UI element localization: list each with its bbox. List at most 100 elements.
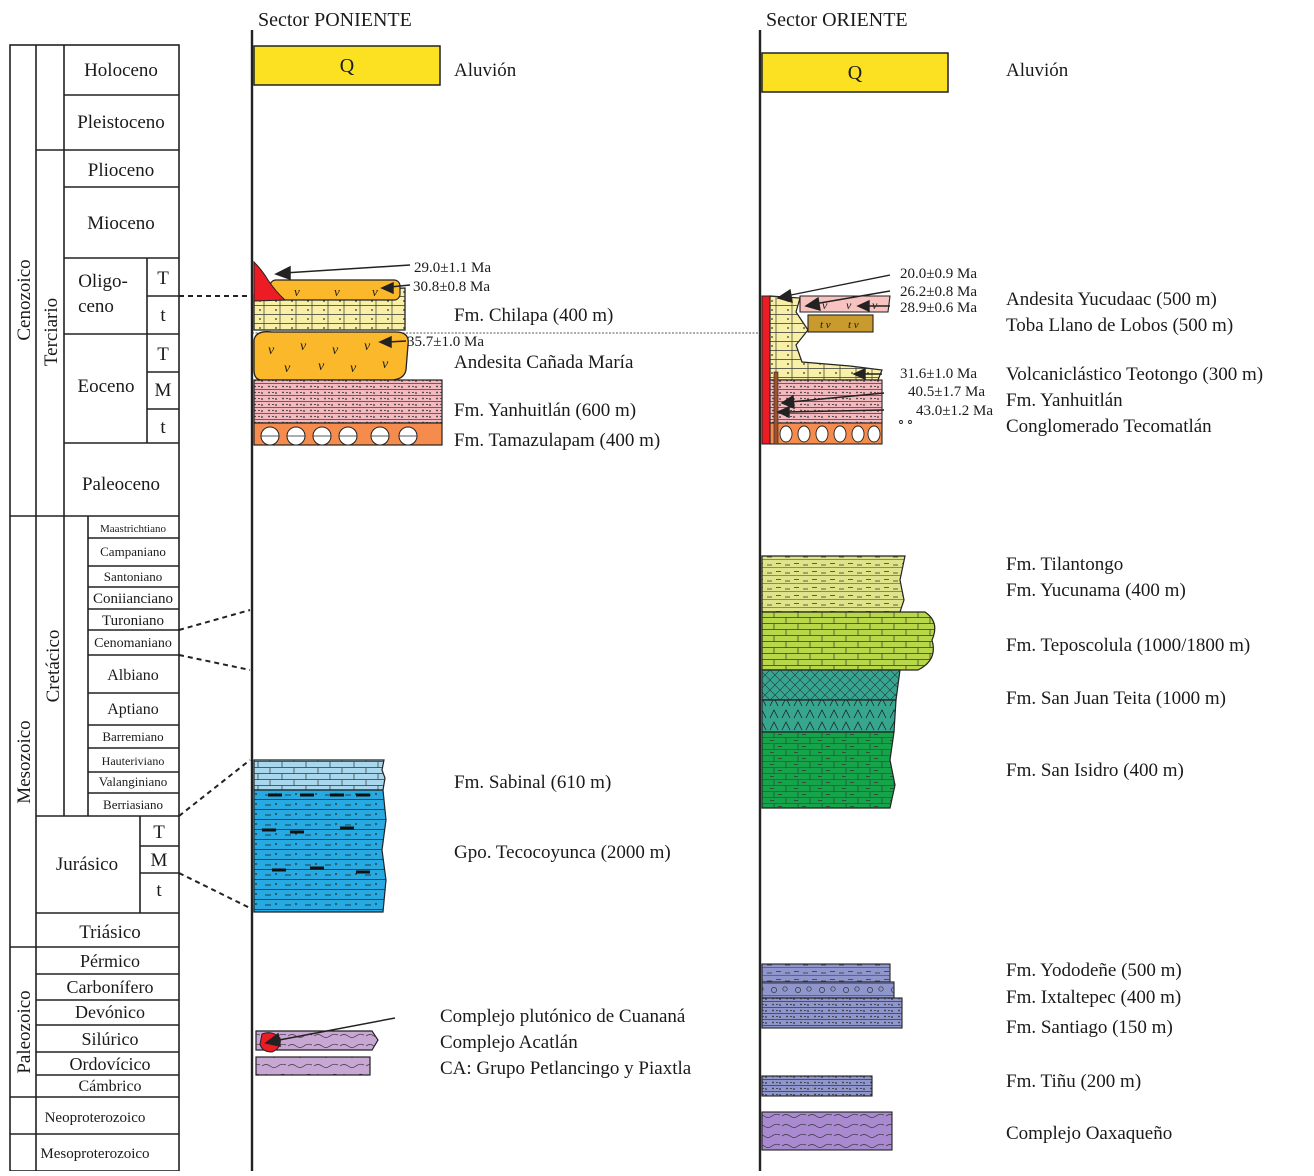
stage-cenomanian: Cenomaniano bbox=[94, 636, 172, 651]
east-age-arrows bbox=[776, 274, 891, 419]
svg-text:v: v bbox=[846, 298, 852, 312]
west-label-cuanana: Complejo plutónico de Cuananá bbox=[440, 1006, 686, 1027]
east-q-label: Q bbox=[848, 62, 863, 84]
west-label-chilapa: Fm. Chilapa (400 m) bbox=[454, 305, 613, 326]
epoch-miocene: Mioceno bbox=[87, 213, 155, 234]
sub-eocene-upper: T bbox=[157, 344, 169, 365]
west-alluvium bbox=[253, 45, 441, 86]
east-label-san-isidro: Fm. San Isidro (400 m) bbox=[1006, 760, 1184, 781]
west-canada-maria bbox=[253, 331, 409, 381]
west-age-3: 35.7±1.0 Ma bbox=[407, 334, 484, 350]
epoch-pleistocene: Pleistoceno bbox=[77, 112, 165, 133]
west-label-petlancingo: CA: Grupo Petlancingo y Piaxtla bbox=[440, 1058, 692, 1079]
eon-neoproterozoic: Neoproterozoico bbox=[45, 1110, 146, 1126]
epoch-oligocene-2: ceno bbox=[78, 296, 114, 317]
east-age-5: 40.5±1.7 Ma bbox=[908, 384, 985, 400]
period-triassic: Triásico bbox=[79, 922, 141, 943]
east-label-santiago: Fm. Santiago (150 m) bbox=[1006, 1017, 1173, 1038]
west-age-2: 30.8±0.8 Ma bbox=[413, 279, 490, 295]
period-cretaceous: Cretácico bbox=[43, 630, 64, 703]
west-age-arrows bbox=[264, 264, 411, 1047]
period-carboniferous: Carbonífero bbox=[67, 977, 154, 997]
east-label-teposcolula: Fm. Teposcolula (1000/1800 m) bbox=[1006, 635, 1250, 656]
east-label-aluvion: Aluvión bbox=[1006, 60, 1069, 81]
stage-barremian: Barremiano bbox=[102, 729, 163, 744]
svg-text:v: v bbox=[300, 339, 307, 354]
correlation-lines bbox=[178, 295, 251, 909]
era-paleozoic: Paleozoico bbox=[14, 990, 35, 1073]
west-red-intrusion bbox=[253, 260, 287, 302]
svg-text:t v: t v bbox=[848, 319, 859, 331]
period-cambrian: Cámbrico bbox=[78, 1078, 141, 1095]
west-label-yanhuitlan: Fm. Yanhuitlán (600 m) bbox=[454, 400, 636, 421]
west-label-canada-maria: Andesita Cañada María bbox=[454, 352, 634, 373]
east-label-tinu: Fm. Tiñu (200 m) bbox=[1006, 1071, 1141, 1092]
stage-campanian: Campaniano bbox=[100, 544, 166, 559]
east-age-3: 28.9±0.6 Ma bbox=[900, 300, 977, 316]
svg-text:v: v bbox=[364, 339, 371, 354]
east-label-yucunama: Fm. Yucunama (400 m) bbox=[1006, 580, 1186, 601]
east-llano-lobos bbox=[807, 314, 874, 333]
west-label-tecocoyunca: Gpo. Tecocoyunca (2000 m) bbox=[454, 842, 671, 863]
era-mesozoic: Mesozoico bbox=[14, 720, 35, 803]
epoch-paleocene: Paleoceno bbox=[82, 474, 160, 495]
svg-text:t v: t v bbox=[820, 319, 831, 331]
east-tecomatlan-clasts bbox=[779, 420, 912, 443]
west-tecocoyunca-coal bbox=[262, 793, 370, 874]
epoch-holocene: Holoceno bbox=[84, 60, 158, 81]
east-label-ixtaltepec: Fm. Ixtaltepec (400 m) bbox=[1006, 987, 1181, 1008]
east-age-6: 43.0±1.2 Ma bbox=[916, 403, 993, 419]
epoch-eocene: Eoceno bbox=[78, 376, 135, 397]
stage-valanginian: Valanginiano bbox=[99, 774, 168, 789]
stage-coniacian: Coniianciano bbox=[93, 591, 173, 607]
sub-eocene-lower: t bbox=[160, 417, 166, 438]
west-label-sabinal: Fm. Sabinal (610 m) bbox=[454, 772, 611, 793]
east-age-1: 20.0±0.9 Ma bbox=[900, 266, 977, 282]
sub-jurassic-middle: M bbox=[151, 850, 168, 871]
period-devonian: Devónico bbox=[75, 1002, 145, 1022]
epoch-pliocene: Plioceno bbox=[88, 160, 155, 181]
epoch-oligocene-1: Oligo- bbox=[78, 271, 128, 292]
stage-hauterivian: Hauteriviano bbox=[102, 754, 165, 768]
svg-text:v: v bbox=[822, 298, 828, 312]
east-label-tilantongo: Fm. Tilantongo bbox=[1006, 554, 1123, 575]
svg-text:v: v bbox=[350, 361, 357, 376]
west-label-aluvion: Aluvión bbox=[454, 60, 517, 81]
stage-santonian: Santoniano bbox=[104, 569, 163, 584]
east-label-yucudaac: Andesita Yucudaac (500 m) bbox=[1006, 289, 1217, 310]
svg-text:v: v bbox=[382, 357, 389, 372]
east-brown-dike bbox=[773, 371, 779, 445]
svg-text:v: v bbox=[284, 361, 291, 376]
east-label-tecomatlan: Conglomerado Tecomatlán bbox=[1006, 416, 1212, 437]
east-label-teita: Fm. San Juan Teita (1000 m) bbox=[1006, 688, 1226, 709]
era-cenozoic: Cenozoico bbox=[14, 259, 35, 340]
svg-text:v: v bbox=[332, 343, 339, 358]
east-alluvium bbox=[761, 52, 949, 93]
stage-albian: Albiano bbox=[107, 667, 159, 684]
period-tertiary: Terciario bbox=[41, 298, 62, 366]
sector-east-title: Sector ORIENTE bbox=[766, 9, 908, 31]
west-label-tamazulapam: Fm. Tamazulapam (400 m) bbox=[454, 430, 660, 451]
west-q-label: Q bbox=[340, 55, 355, 77]
period-silurian: Silúrico bbox=[82, 1029, 139, 1049]
west-age-1: 29.0±1.1 Ma bbox=[414, 260, 491, 276]
sector-west-title: Sector PONIENTE bbox=[258, 9, 412, 31]
east-label-yanhuitlan: Fm. Yanhuitlán bbox=[1006, 390, 1123, 411]
stage-maastrichtian: Maastrichtiano bbox=[100, 523, 166, 535]
eon-mesoproterozoic: Mesoproterozoico bbox=[40, 1146, 149, 1162]
svg-text:v: v bbox=[334, 284, 340, 299]
svg-text:v: v bbox=[294, 284, 300, 299]
sub-oligo-lower: t bbox=[160, 305, 166, 326]
period-permian: Pérmico bbox=[80, 951, 140, 971]
sub-jurassic-upper: T bbox=[153, 822, 165, 843]
stage-turonian: Turoniano bbox=[102, 613, 164, 629]
svg-text:v: v bbox=[318, 359, 325, 374]
